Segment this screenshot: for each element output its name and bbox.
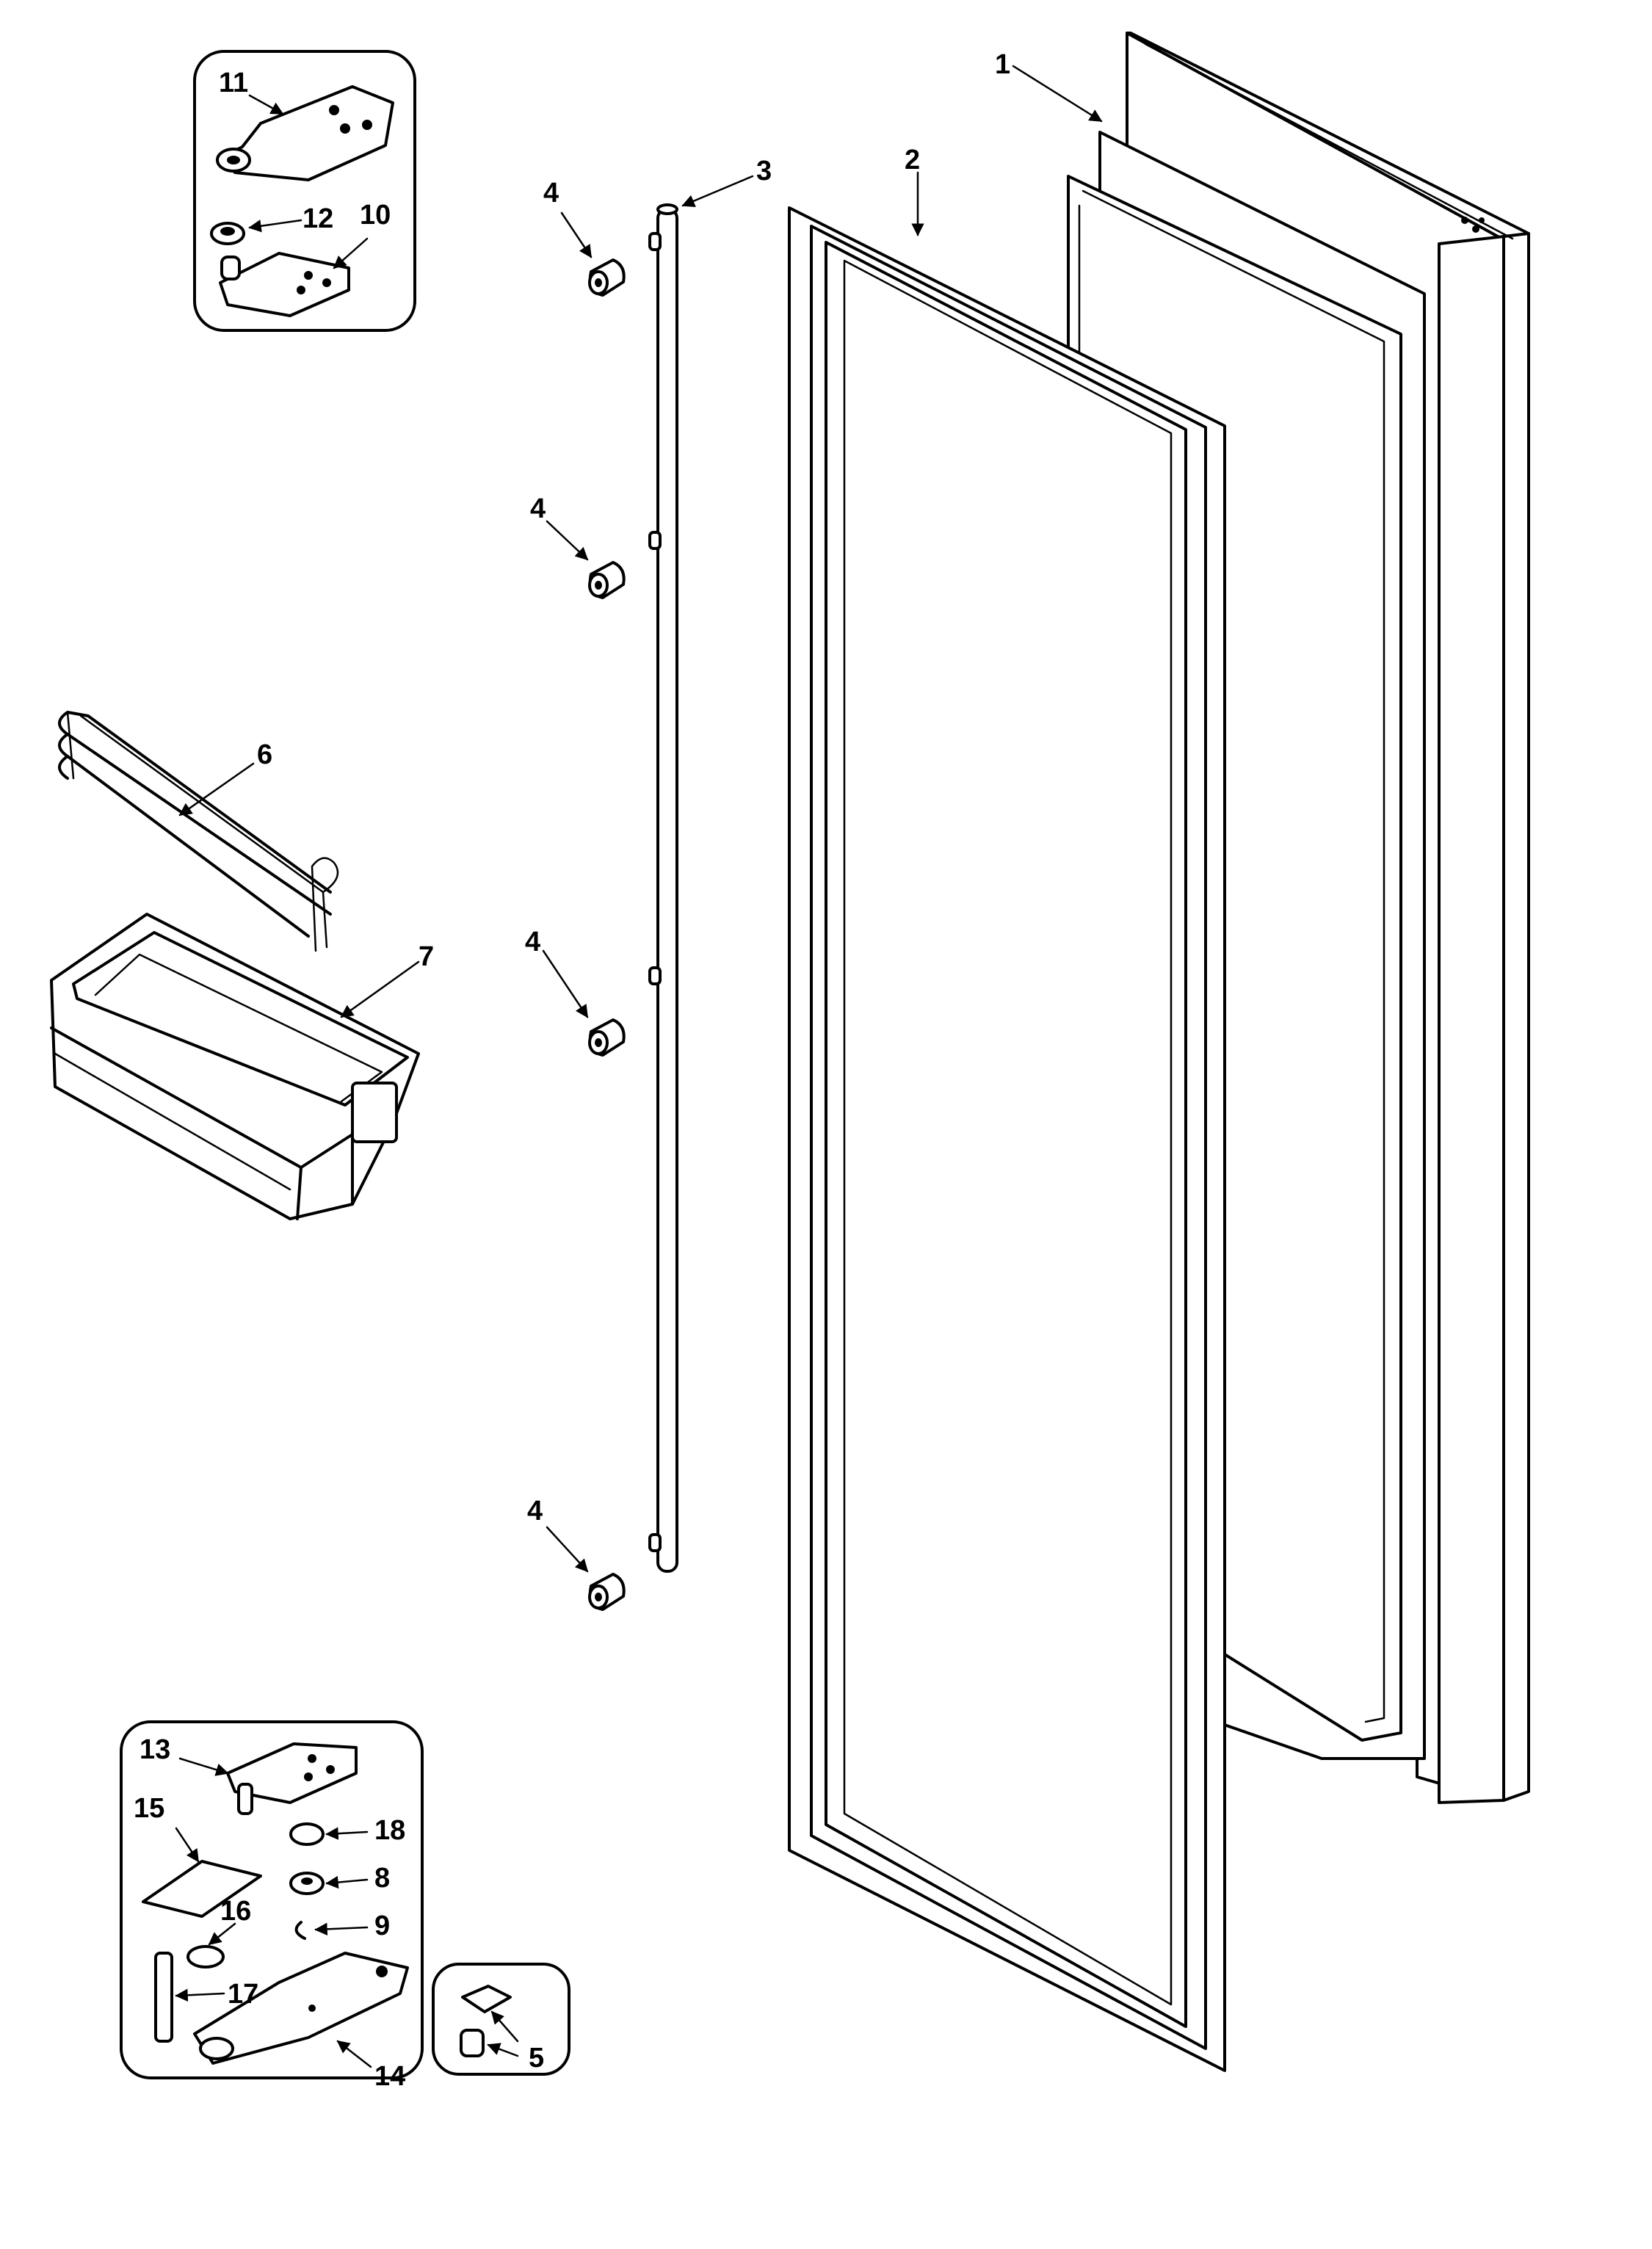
- callout-7: 7: [419, 941, 434, 972]
- callout-8: 8: [374, 1863, 390, 1894]
- inset-top-hinge: [193, 50, 416, 332]
- spacer-icon: [588, 1018, 626, 1057]
- callout-2: 2: [905, 145, 920, 175]
- bushing-icon: [210, 222, 245, 245]
- callout-9: 9: [374, 1911, 390, 1941]
- shim-icon: [142, 1860, 262, 1918]
- door-bin: [50, 913, 420, 1220]
- callout-6: 6: [257, 739, 272, 770]
- inset-cam: [432, 1963, 570, 2076]
- callout-17: 17: [228, 1979, 258, 2010]
- spacer-icon: [588, 1573, 626, 1611]
- callout-10: 10: [360, 200, 391, 231]
- callout-1: 1: [995, 49, 1010, 80]
- callout-labels: 1 2 3 4 4 4 4 5 6 7 8 9 10 11 12 13 14 1…: [134, 49, 1010, 2092]
- callout-4: 4: [543, 178, 559, 209]
- callout-3: 3: [756, 156, 772, 186]
- bottom-hinge-icon: [226, 1742, 358, 1815]
- hinge-arm-icon: [193, 1952, 409, 2065]
- door-gasket: [788, 206, 1226, 2072]
- callout-12: 12: [302, 203, 333, 234]
- shelf-bar: [58, 711, 339, 952]
- callout-14: 14: [374, 2061, 405, 2092]
- callout-4: 4: [525, 927, 540, 957]
- callout-18: 18: [374, 1815, 405, 1846]
- callout-16: 16: [220, 1896, 251, 1927]
- cam-icon: [460, 1985, 512, 2057]
- callout-15: 15: [134, 1793, 164, 1824]
- handle-rod: [648, 203, 678, 1573]
- handle-spacers: [588, 258, 626, 1611]
- leader-lines: [175, 65, 1103, 2068]
- callout-13: 13: [140, 1734, 170, 1765]
- inset-bottom-hinge: [120, 1720, 424, 2079]
- pin-icon: [154, 1945, 225, 2043]
- callout-4: 4: [530, 493, 546, 524]
- spacer-icon: [588, 561, 626, 599]
- hinge-plate-icon: [216, 85, 394, 181]
- washer-icon: [289, 1822, 325, 1940]
- callout-5: 5: [529, 2043, 544, 2074]
- callout-4: 4: [527, 1496, 543, 1527]
- callout-11: 11: [219, 68, 248, 98]
- hinge-bracket-icon: [219, 252, 350, 317]
- spacer-icon: [588, 258, 626, 297]
